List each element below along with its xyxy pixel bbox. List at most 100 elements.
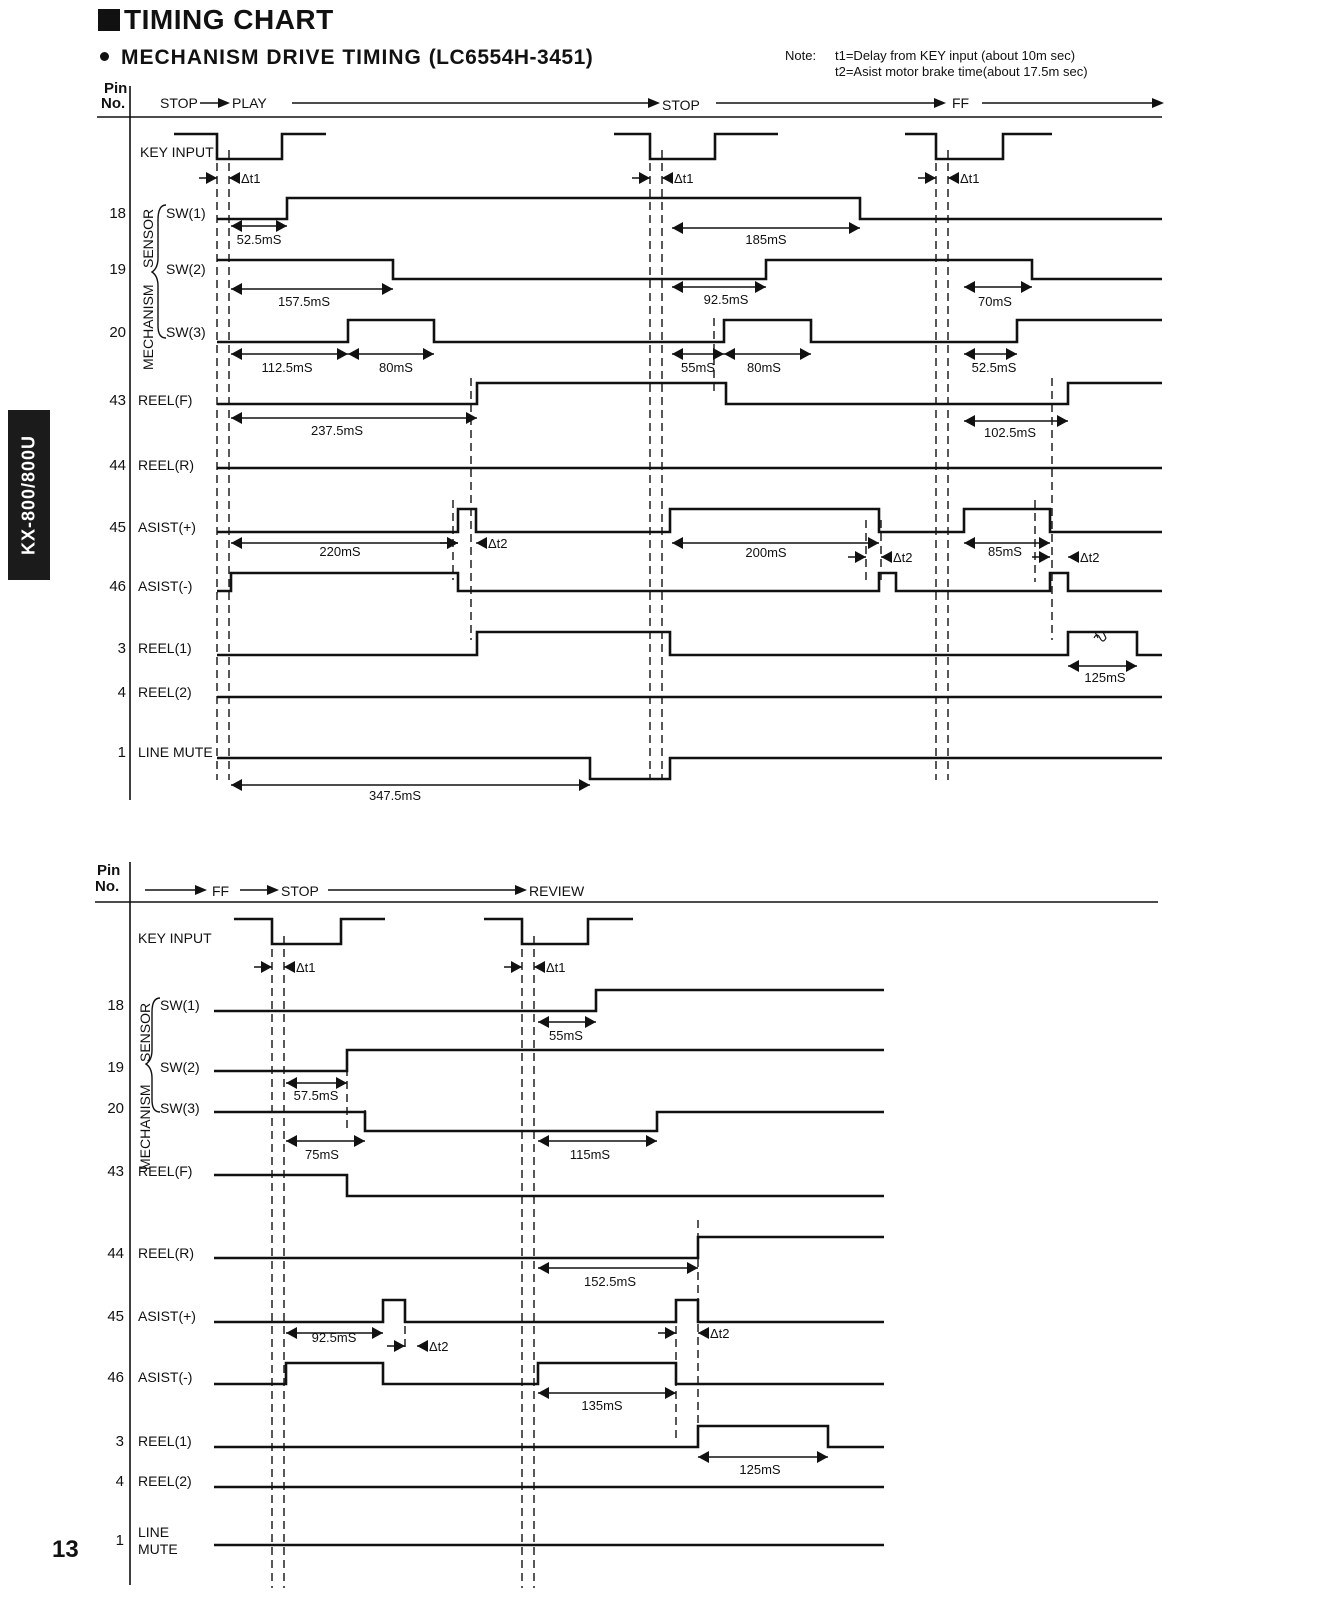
duration-label: 135mS <box>581 1398 623 1413</box>
arrowhead-icon <box>881 551 892 563</box>
pin-number: 45 <box>107 1308 124 1325</box>
delay-label: Δt2 <box>710 1326 730 1341</box>
pin-number: 46 <box>109 578 126 595</box>
section-subtitle: MECHANISM DRIVE TIMING (LC6554H-3451) <box>100 46 593 70</box>
signal-label-asist-: ASIST(+) <box>138 519 196 535</box>
delay-label: Δt1 <box>960 171 980 186</box>
arrowhead-icon <box>849 222 860 234</box>
signal-label-asist-: ASIST(-) <box>138 1369 192 1385</box>
note-label: Note: <box>785 48 817 63</box>
mode-arrow-icon <box>218 98 230 108</box>
signal-label-reel-f-: REEL(F) <box>138 1163 192 1179</box>
duration-dimension: 157.5mS <box>231 283 393 309</box>
signal-label-reel-2-: REEL(2) <box>138 684 192 700</box>
sensor-group-label: SENSOR <box>140 209 156 268</box>
wave-reel-f <box>217 381 1162 406</box>
wave-reel-f <box>214 1173 884 1198</box>
delay-marker: Δt1 <box>504 960 566 975</box>
arrowhead-icon <box>964 281 975 293</box>
sensor-brace <box>150 204 167 339</box>
signal-label-line-mute: MUTE <box>138 1541 178 1557</box>
arrowhead-icon <box>286 1327 297 1339</box>
pin-number: 1 <box>116 1532 124 1549</box>
duration-dimension: 55mS <box>538 1016 596 1043</box>
duration-dimension: 57.5mS <box>286 1077 347 1103</box>
delay-label: Δt2 <box>893 550 913 565</box>
duration-label: 347.5mS <box>369 788 421 803</box>
duration-dimension: 102.5mS <box>964 415 1068 440</box>
arrowhead-icon <box>585 1016 596 1028</box>
delay-marker: Δt2 <box>848 550 913 565</box>
arrowhead-icon <box>925 172 936 184</box>
arrowhead-icon <box>372 1327 383 1339</box>
mode-arrow-icon <box>515 885 527 895</box>
duration-label: 52.5mS <box>237 232 282 247</box>
signal-label-sw-2-: SW(2) <box>166 261 206 277</box>
duration-label: 75mS <box>305 1147 339 1162</box>
duration-dimension: 115mS <box>538 1135 657 1162</box>
arrowhead-icon <box>964 348 975 360</box>
duration-label: 92.5mS <box>312 1330 357 1345</box>
note-t2: t2=Asist motor brake time(about 17.5m se… <box>835 64 1088 79</box>
arrowhead-icon <box>229 172 240 184</box>
sensor-group-label: SENSOR <box>137 1003 153 1062</box>
signal-label-sw-2-: SW(2) <box>160 1059 200 1075</box>
pin-number: 18 <box>109 205 126 222</box>
arrowhead-icon <box>817 1451 828 1463</box>
delay-label: Δt1 <box>546 960 566 975</box>
timing-note: Note:t1=Delay from KEY input (about 10m … <box>785 48 1088 80</box>
duration-dimension: 80mS <box>348 348 434 375</box>
pin-header-pin: Pin <box>104 80 127 97</box>
delay-marker: Δt1 <box>254 960 316 975</box>
mode-label: REVIEW <box>529 883 585 899</box>
duration-dimension: 152.5mS <box>538 1262 698 1289</box>
wave-key-input <box>234 917 385 946</box>
signal-label-key-input: KEY INPUT <box>140 144 214 160</box>
signal-label-reel-1-: REEL(1) <box>138 1433 192 1449</box>
pin-number: 44 <box>109 457 126 474</box>
mode-arrow-icon <box>934 98 946 108</box>
duration-label: 52.5mS <box>972 360 1017 375</box>
duration-label: 55mS <box>681 360 715 375</box>
arrowhead-icon <box>538 1135 549 1147</box>
duration-label: 57.5mS <box>294 1088 339 1103</box>
delay-label: Δt2 <box>488 536 508 551</box>
duration-label: 92.5mS <box>704 292 749 307</box>
arrowhead-icon <box>534 961 545 973</box>
mechanism-group-label: MECHANISM <box>140 284 156 370</box>
title-square-icon <box>98 9 120 31</box>
duration-label: 112.5mS <box>261 360 312 375</box>
arrowhead-icon <box>447 537 458 549</box>
arrowhead-icon <box>286 1077 297 1089</box>
wave-key-input <box>484 917 633 946</box>
arrowhead-icon <box>724 348 735 360</box>
duration-dimension: 125mS <box>1068 660 1137 685</box>
arrowhead-icon <box>1021 281 1032 293</box>
title-block: TIMING CHART <box>98 4 334 36</box>
arrowhead-icon <box>337 348 348 360</box>
signal-label-reel-2-: REEL(2) <box>138 1473 192 1489</box>
wave-asist-minus <box>217 571 1162 593</box>
duration-dimension: 185mS <box>672 222 860 247</box>
duration-dimension: 70mS <box>964 281 1032 309</box>
duration-label: 70mS <box>978 294 1012 309</box>
signal-label-line-mute: LINE MUTE <box>138 744 213 760</box>
mode-label: FF <box>212 883 229 899</box>
signal-label-reel-r-: REEL(R) <box>138 457 194 473</box>
duration-dimension: 112.5mS <box>231 348 348 375</box>
arrowhead-icon <box>665 1387 676 1399</box>
arrowhead-icon <box>639 172 650 184</box>
arrowhead-icon <box>284 961 295 973</box>
signal-label-asist-: ASIST(+) <box>138 1308 196 1324</box>
pin-number: 19 <box>109 261 126 278</box>
arrowhead-icon <box>698 1451 709 1463</box>
duration-dimension: 125mS <box>698 1451 828 1477</box>
duration-dimension: 347.5mS <box>231 779 590 803</box>
arrowhead-icon <box>231 348 242 360</box>
arrowhead-icon <box>1039 537 1050 549</box>
pin-number: 20 <box>109 324 126 341</box>
wave-asist-plus <box>217 507 1162 534</box>
pin-number: 3 <box>118 640 126 657</box>
duration-dimension: 80mS <box>724 348 811 375</box>
